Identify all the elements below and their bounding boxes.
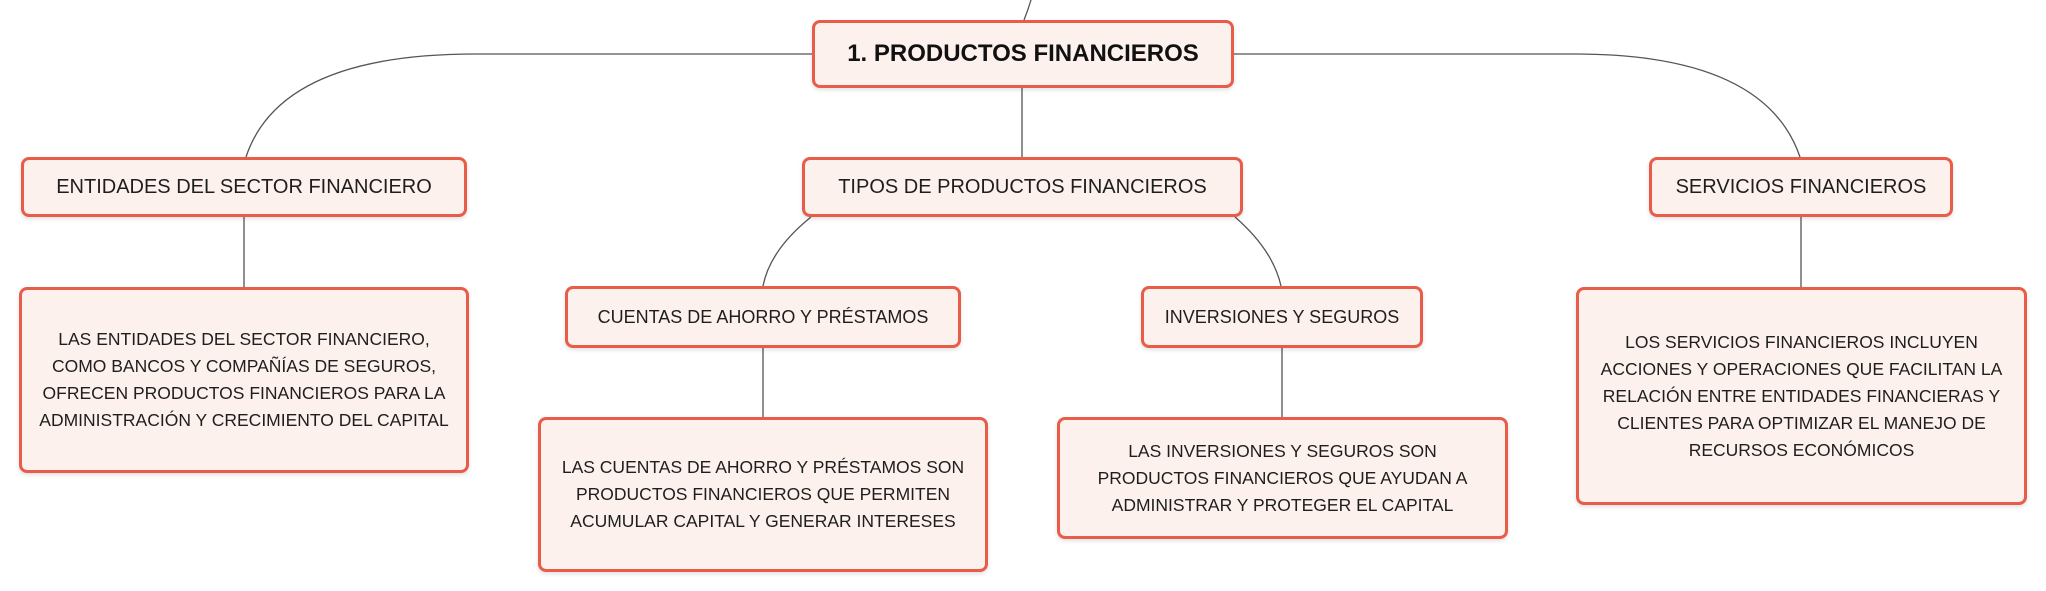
connector-parent-to-root [1023,0,1032,21]
description-text: LAS INVERSIONES Y SEGUROS SON PRODUCTOS … [1097,440,1468,515]
node-label: ENTIDADES DEL SECTOR FINANCIERO [56,175,432,198]
description-text: LAS ENTIDADES DEL SECTOR FINANCIERO, COM… [39,329,449,430]
node-label: INVERSIONES Y SEGUROS [1164,306,1400,327]
description-text: LOS SERVICIOS FINANCIEROS INCLUYEN ACCIO… [1600,331,2003,460]
description-cuentas-ahorro-prestamos[interactable]: LAS CUENTAS DE AHORRO Y PRÉSTAMOS SON PR… [538,417,988,572]
description-entidades-sector-financiero[interactable]: LAS ENTIDADES DEL SECTOR FINANCIERO, COM… [19,287,469,473]
root-node[interactable]: 1. PRODUCTOS FINANCIEROS [812,20,1234,88]
node-label: TIPOS DE PRODUCTOS FINANCIEROS [838,175,1207,198]
node-label: CUENTAS DE AHORRO Y PRÉSTAMOS [597,306,929,327]
node-cuentas-ahorro-prestamos[interactable]: CUENTAS DE AHORRO Y PRÉSTAMOS [565,286,961,348]
node-label: SERVICIOS FINANCIEROS [1675,175,1927,198]
connector-root-to-servicios [1234,53,1801,158]
connector-tipos-to-cuentas [762,216,812,287]
node-servicios-financieros[interactable]: SERVICIOS FINANCIEROS [1649,157,1953,217]
description-servicios-financieros[interactable]: LOS SERVICIOS FINANCIEROS INCLUYEN ACCIO… [1576,287,2027,505]
node-entidades-sector-financiero[interactable]: ENTIDADES DEL SECTOR FINANCIERO [21,157,467,217]
node-inversiones-seguros[interactable]: INVERSIONES Y SEGUROS [1141,286,1423,348]
description-inversiones-seguros[interactable]: LAS INVERSIONES Y SEGUROS SON PRODUCTOS … [1057,417,1508,539]
root-node-label: 1. PRODUCTOS FINANCIEROS [847,40,1199,67]
node-tipos-productos-financieros[interactable]: TIPOS DE PRODUCTOS FINANCIEROS [802,157,1243,217]
description-text: LAS CUENTAS DE AHORRO Y PRÉSTAMOS SON PR… [561,457,965,531]
connector-root-to-entidades [245,53,812,158]
connector-tipos-to-inversiones [1234,216,1282,287]
